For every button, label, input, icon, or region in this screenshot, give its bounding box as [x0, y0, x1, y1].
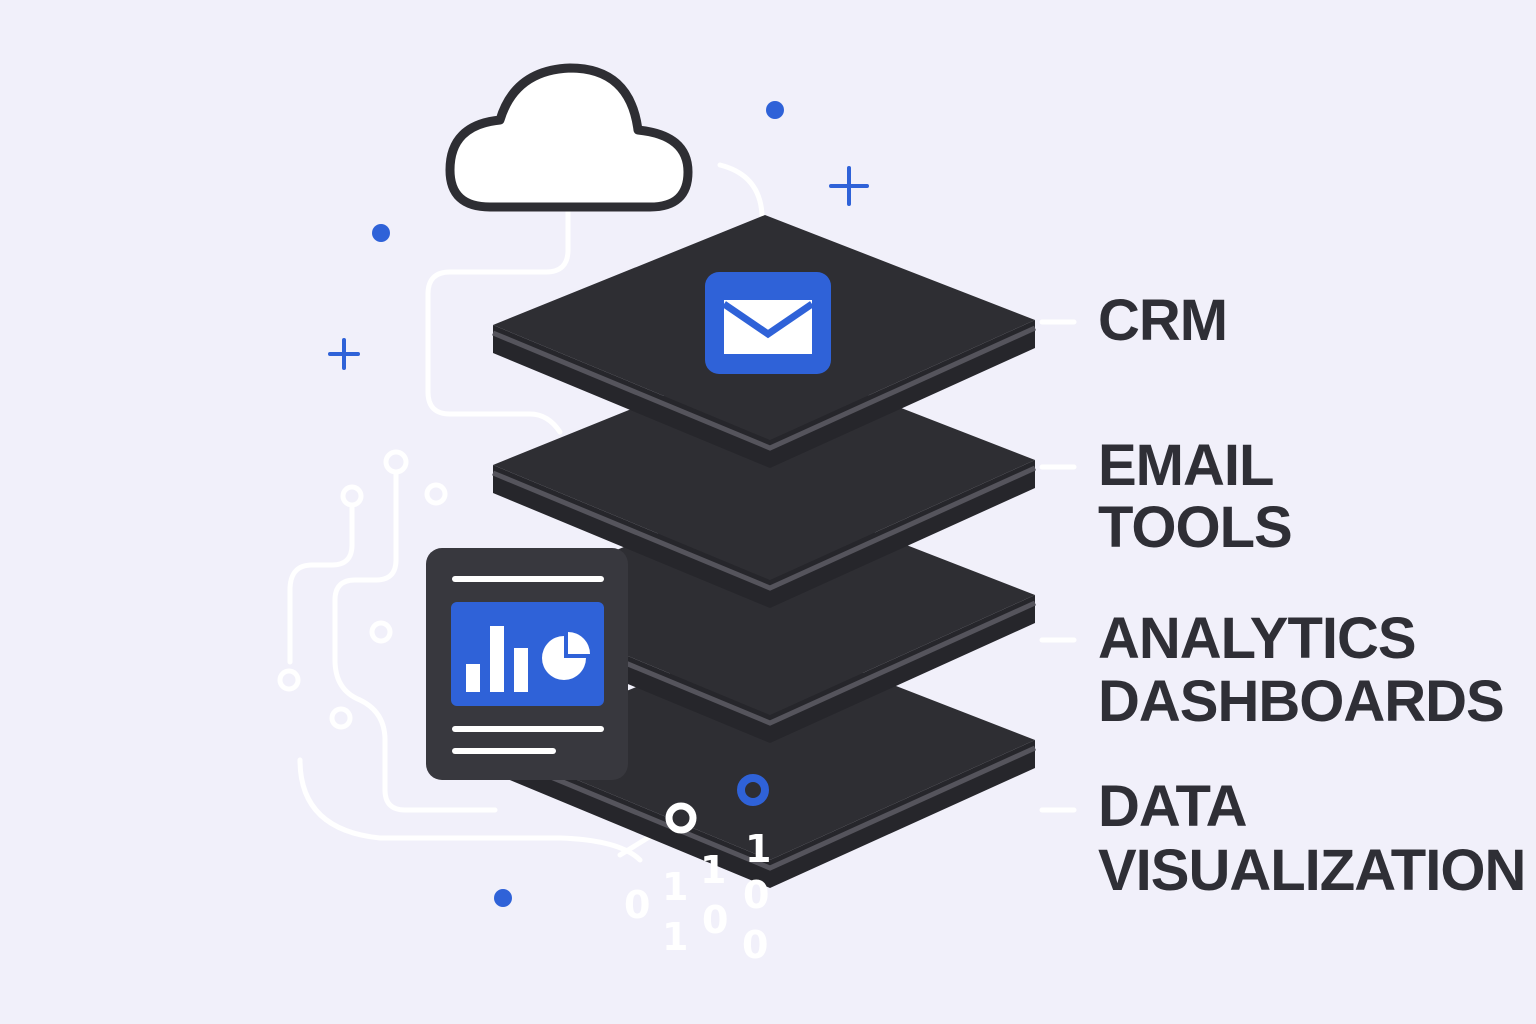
- svg-text:DASHBOARDS: DASHBOARDS: [1098, 669, 1504, 734]
- svg-text:1: 1: [700, 848, 726, 892]
- layer-label-analytics-dashboards: ANALYTICS DASHBOARDS: [1098, 606, 1505, 734]
- svg-text:1: 1: [662, 865, 688, 909]
- cloud-icon: [445, 63, 693, 212]
- plus-icons: [328, 166, 869, 370]
- layer-slab-email-tools: [492, 355, 1037, 608]
- layer-label-crm: CRM: [1098, 288, 1228, 353]
- dashboard-card: [426, 548, 628, 780]
- svg-text:DATA: DATA: [1098, 774, 1247, 839]
- svg-text:0: 0: [742, 923, 768, 967]
- svg-text:ANALYTICS: ANALYTICS: [1098, 606, 1416, 671]
- svg-text:CRM: CRM: [1098, 288, 1227, 353]
- graph-node-active: [737, 774, 769, 806]
- svg-text:TOOLS: TOOLS: [1098, 495, 1292, 560]
- svg-text:0: 0: [702, 898, 728, 942]
- svg-text:0: 0: [624, 883, 650, 927]
- svg-text:VISUALIZATION: VISUALIZATION: [1098, 838, 1525, 903]
- label-connectors: [1039, 319, 1077, 813]
- layer-label-email-tools: EMAIL TOOLS: [1098, 433, 1293, 560]
- binary-digits: 1 1 0 1 0 1 0 0: [624, 827, 771, 967]
- layer-slab-data-visualization: [492, 635, 1037, 888]
- layer-label-data-visualization: DATA VISUALIZATION: [1098, 774, 1526, 903]
- svg-text:0: 0: [743, 873, 769, 917]
- svg-text:EMAIL: EMAIL: [1098, 433, 1273, 498]
- svg-text:1: 1: [745, 827, 771, 871]
- graph-node: [665, 802, 697, 834]
- envelope-icon: [705, 272, 831, 374]
- circuit-nodes: [277, 449, 448, 730]
- svg-text:1: 1: [662, 915, 688, 959]
- decor-dots: [372, 101, 784, 907]
